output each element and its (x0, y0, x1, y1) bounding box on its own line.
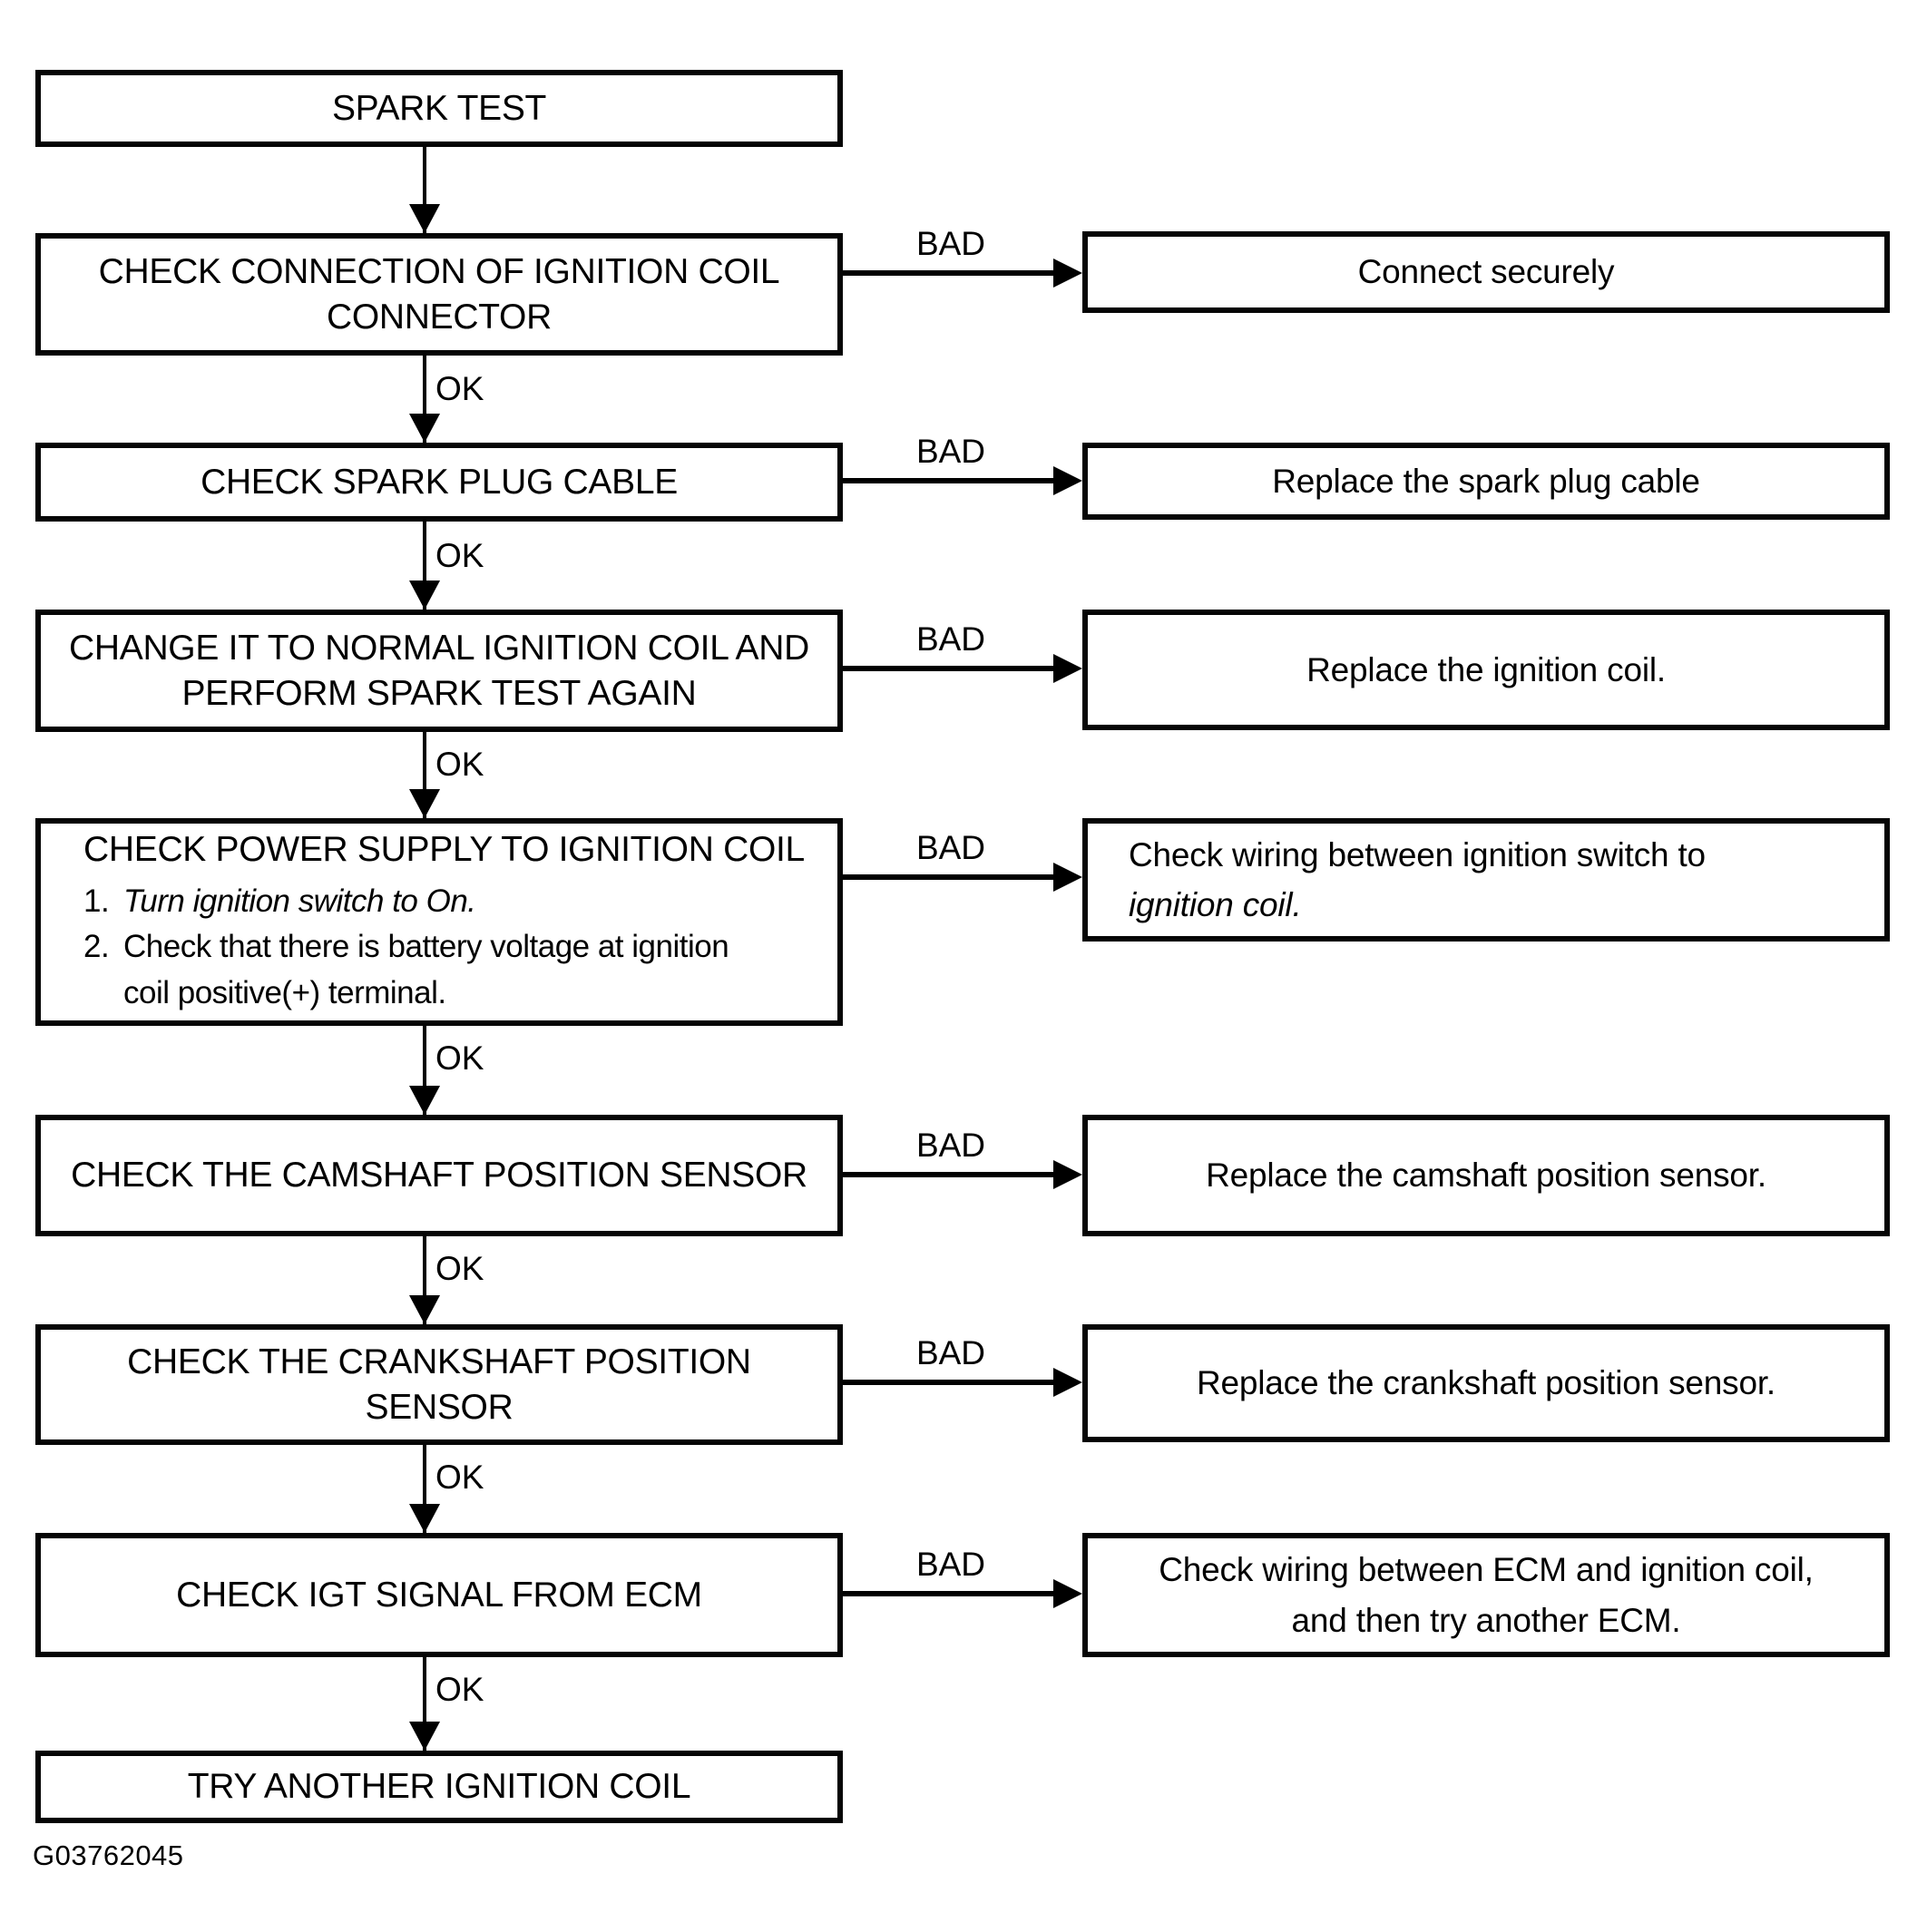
down-arrow-icon (409, 581, 440, 610)
figure-id: G03762045 (33, 1839, 184, 1871)
result-node-connect-securely: Connect securely (1082, 231, 1890, 313)
bad-label: BAD (915, 1127, 986, 1164)
node-text: TRY ANOTHER IGNITION COIL (187, 1767, 691, 1807)
ok-label: OK (435, 370, 484, 407)
node-text: SENSOR (365, 1387, 514, 1427)
ok-label: OK (435, 746, 484, 783)
bad-connector-line (843, 1172, 1059, 1177)
result-node-check-wiring-ecm: Check wiring between ECM and ignition co… (1082, 1533, 1890, 1657)
right-arrow-icon (1053, 863, 1082, 892)
flow-node-check-connection: CHECK CONNECTION OF IGNITION COIL CONNEC… (35, 233, 843, 356)
flow-node-check-igt-signal: CHECK IGT SIGNAL FROM ECM (35, 1533, 843, 1657)
list-number: 2. (83, 929, 110, 965)
node-text: SPARK TEST (331, 88, 547, 128)
ok-label: OK (435, 1039, 484, 1077)
down-connector-line (423, 147, 426, 233)
node-text: CHANGE IT TO NORMAL IGNITION COIL AND (69, 628, 809, 668)
right-arrow-icon (1053, 654, 1082, 683)
flow-node-check-camshaft-sensor: CHECK THE CAMSHAFT POSITION SENSOR (35, 1115, 843, 1236)
node-text: Replace the camshaft position sensor. (1206, 1156, 1766, 1195)
down-connector-line (423, 1445, 426, 1533)
flow-node-check-crankshaft-sensor: CHECK THE CRANKSHAFT POSITION SENSOR (35, 1324, 843, 1445)
down-connector-line (423, 1026, 426, 1115)
node-text: Replace the crankshaft position sensor. (1196, 1364, 1776, 1402)
node-text: CHECK CONNECTION OF IGNITION COIL (98, 251, 780, 291)
list-text: Turn ignition switch to On. (123, 883, 476, 919)
node-text: ignition coil. (1129, 886, 1302, 923)
right-arrow-icon (1053, 1368, 1082, 1397)
bad-connector-line (843, 1380, 1059, 1385)
down-arrow-icon (409, 1504, 440, 1533)
down-arrow-icon (409, 414, 440, 443)
node-heading: CHECK POWER SUPPLY TO IGNITION COIL (83, 830, 805, 870)
flow-node-check-power-supply: CHECK POWER SUPPLY TO IGNITION COIL 1. T… (35, 818, 843, 1026)
list-item-1: 1. Turn ignition switch to On. (83, 879, 476, 925)
node-text: PERFORM SPARK TEST AGAIN (181, 673, 697, 713)
right-arrow-icon (1053, 1160, 1082, 1189)
ok-label: OK (435, 537, 484, 574)
down-connector-line (423, 732, 426, 818)
bad-label: BAD (915, 1546, 986, 1583)
list-text: coil positive(+) terminal. (123, 975, 446, 1011)
flow-node-try-another-coil: TRY ANOTHER IGNITION COIL (35, 1751, 843, 1823)
list-number (83, 971, 123, 1017)
bad-label: BAD (915, 433, 986, 470)
bad-connector-line (843, 1591, 1059, 1596)
down-arrow-icon (409, 1086, 440, 1115)
result-node-check-wiring-ignition-switch: Check wiring between ignition switch to … (1082, 818, 1890, 942)
down-arrow-icon (409, 204, 440, 233)
bad-connector-line (843, 666, 1059, 671)
result-node-replace-ignition-coil: Replace the ignition coil. (1082, 610, 1890, 730)
down-connector-line (423, 356, 426, 443)
list-item-2-continued: coil positive(+) terminal. (83, 971, 446, 1017)
flow-node-check-spark-plug-cable: CHECK SPARK PLUG CABLE (35, 443, 843, 522)
node-text: Replace the ignition coil. (1306, 650, 1666, 688)
result-node-replace-spark-plug-cable: Replace the spark plug cable (1082, 443, 1890, 520)
bad-connector-line (843, 270, 1059, 276)
node-text: Replace the spark plug cable (1272, 462, 1700, 500)
right-arrow-icon (1053, 1579, 1082, 1608)
list-item-2: 2. Check that there is battery voltage a… (83, 924, 729, 971)
bad-label: BAD (915, 225, 986, 262)
ok-label: OK (435, 1671, 484, 1708)
node-text: CHECK IGT SIGNAL FROM ECM (176, 1575, 702, 1615)
node-text: CHECK SPARK PLUG CABLE (201, 462, 678, 502)
bad-connector-line (843, 874, 1059, 880)
flow-node-spark-test: SPARK TEST (35, 70, 843, 147)
bad-label: BAD (915, 1334, 986, 1371)
bad-connector-line (843, 478, 1059, 483)
node-text: Check wiring between ignition switch to (1129, 835, 1706, 873)
right-arrow-icon (1053, 466, 1082, 495)
flow-node-change-ignition-coil: CHANGE IT TO NORMAL IGNITION COIL AND PE… (35, 610, 843, 732)
down-connector-line (423, 522, 426, 610)
node-text: and then try another ECM. (1291, 1601, 1681, 1639)
ok-label: OK (435, 1250, 484, 1287)
down-arrow-icon (409, 1722, 440, 1751)
result-node-replace-camshaft-sensor: Replace the camshaft position sensor. (1082, 1115, 1890, 1236)
bad-label: BAD (915, 620, 986, 658)
node-text: Connect securely (1357, 253, 1615, 291)
down-connector-line (423, 1657, 426, 1751)
node-text: CONNECTOR (327, 297, 552, 337)
down-arrow-icon (409, 1295, 440, 1324)
down-connector-line (423, 1236, 426, 1324)
node-text: Check wiring between ECM and ignition co… (1159, 1551, 1814, 1588)
list-number: 1. (83, 883, 110, 919)
list-text: Check that there is battery voltage at i… (123, 929, 729, 965)
right-arrow-icon (1053, 259, 1082, 288)
ok-label: OK (435, 1459, 484, 1496)
result-node-replace-crankshaft-sensor: Replace the crankshaft position sensor. (1082, 1324, 1890, 1442)
bad-label: BAD (915, 829, 986, 866)
node-text: CHECK THE CAMSHAFT POSITION SENSOR (71, 1156, 807, 1195)
node-text: CHECK THE CRANKSHAFT POSITION (127, 1342, 751, 1381)
down-arrow-icon (409, 789, 440, 818)
